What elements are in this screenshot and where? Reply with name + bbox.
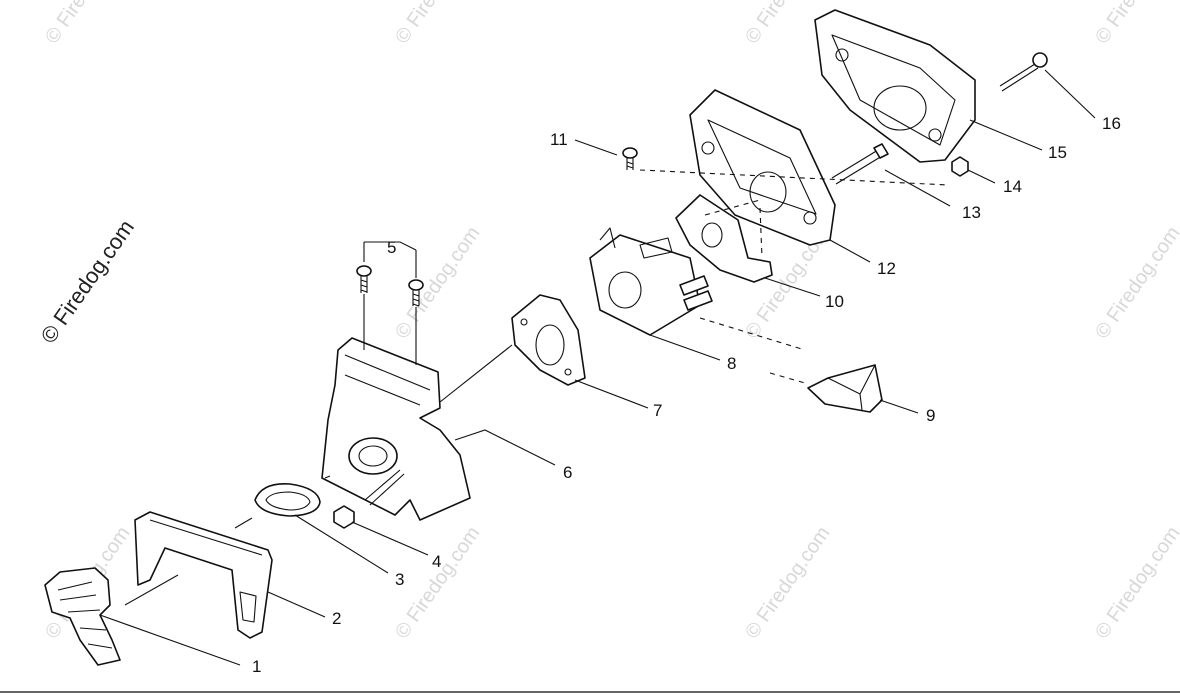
watermark-tile: © Firedog.com bbox=[1091, 0, 1180, 48]
part-7-gasket-plate bbox=[511, 294, 586, 386]
part-10-bracket-plate bbox=[675, 194, 773, 283]
part-15-filter-cover bbox=[814, 9, 976, 163]
assembly-lines bbox=[124, 169, 949, 606]
part-2-bracket bbox=[134, 511, 273, 639]
callout-9: 9 bbox=[926, 406, 935, 425]
callout-15: 15 bbox=[1048, 143, 1067, 162]
callout-16: 16 bbox=[1102, 114, 1121, 133]
brand-watermark: © Firedog.com bbox=[36, 215, 139, 348]
callout-14: 14 bbox=[1003, 177, 1022, 196]
watermark-tile: © Firedog.com bbox=[391, 0, 484, 48]
callout-12: 12 bbox=[877, 259, 896, 278]
part-8-carburetor bbox=[589, 227, 713, 336]
watermark-tile: © Firedog.com bbox=[741, 523, 834, 643]
watermark-tile: © Firedog.com bbox=[1091, 523, 1180, 643]
part-16-screw bbox=[999, 52, 1048, 92]
callout-1: 1 bbox=[252, 657, 261, 676]
part-9-wedge bbox=[807, 364, 883, 413]
callout-labels: 1 2 3 4 5 6 7 8 9 10 11 12 13 14 15 16 bbox=[252, 114, 1121, 676]
part-5-screws bbox=[356, 265, 424, 307]
watermark-tile: © Firedog.com bbox=[391, 223, 484, 343]
callout-6: 6 bbox=[563, 463, 572, 482]
watermark-tile: © Firedog.com bbox=[391, 523, 484, 643]
callout-11: 11 bbox=[550, 130, 568, 149]
callout-8: 8 bbox=[727, 354, 736, 373]
callout-7: 7 bbox=[653, 401, 662, 420]
callout-3: 3 bbox=[395, 570, 404, 589]
callout-4: 4 bbox=[432, 552, 441, 571]
callout-leaders bbox=[99, 69, 1096, 666]
callout-13: 13 bbox=[962, 203, 981, 222]
watermark-tile: © Firedog.com bbox=[41, 0, 134, 48]
part-1-intake-boot bbox=[44, 567, 121, 666]
part-14-nut bbox=[951, 156, 969, 177]
part-4-nut bbox=[333, 505, 355, 529]
part-6-housing bbox=[321, 337, 471, 521]
part-13-bolt bbox=[831, 143, 889, 185]
callout-5: 5 bbox=[387, 238, 396, 257]
watermark-tile: © Firedog.com bbox=[1091, 223, 1180, 343]
callout-10: 10 bbox=[825, 292, 844, 311]
part-3-gasket bbox=[254, 483, 321, 517]
callout-2: 2 bbox=[332, 609, 341, 628]
part-11-screw bbox=[622, 147, 638, 170]
